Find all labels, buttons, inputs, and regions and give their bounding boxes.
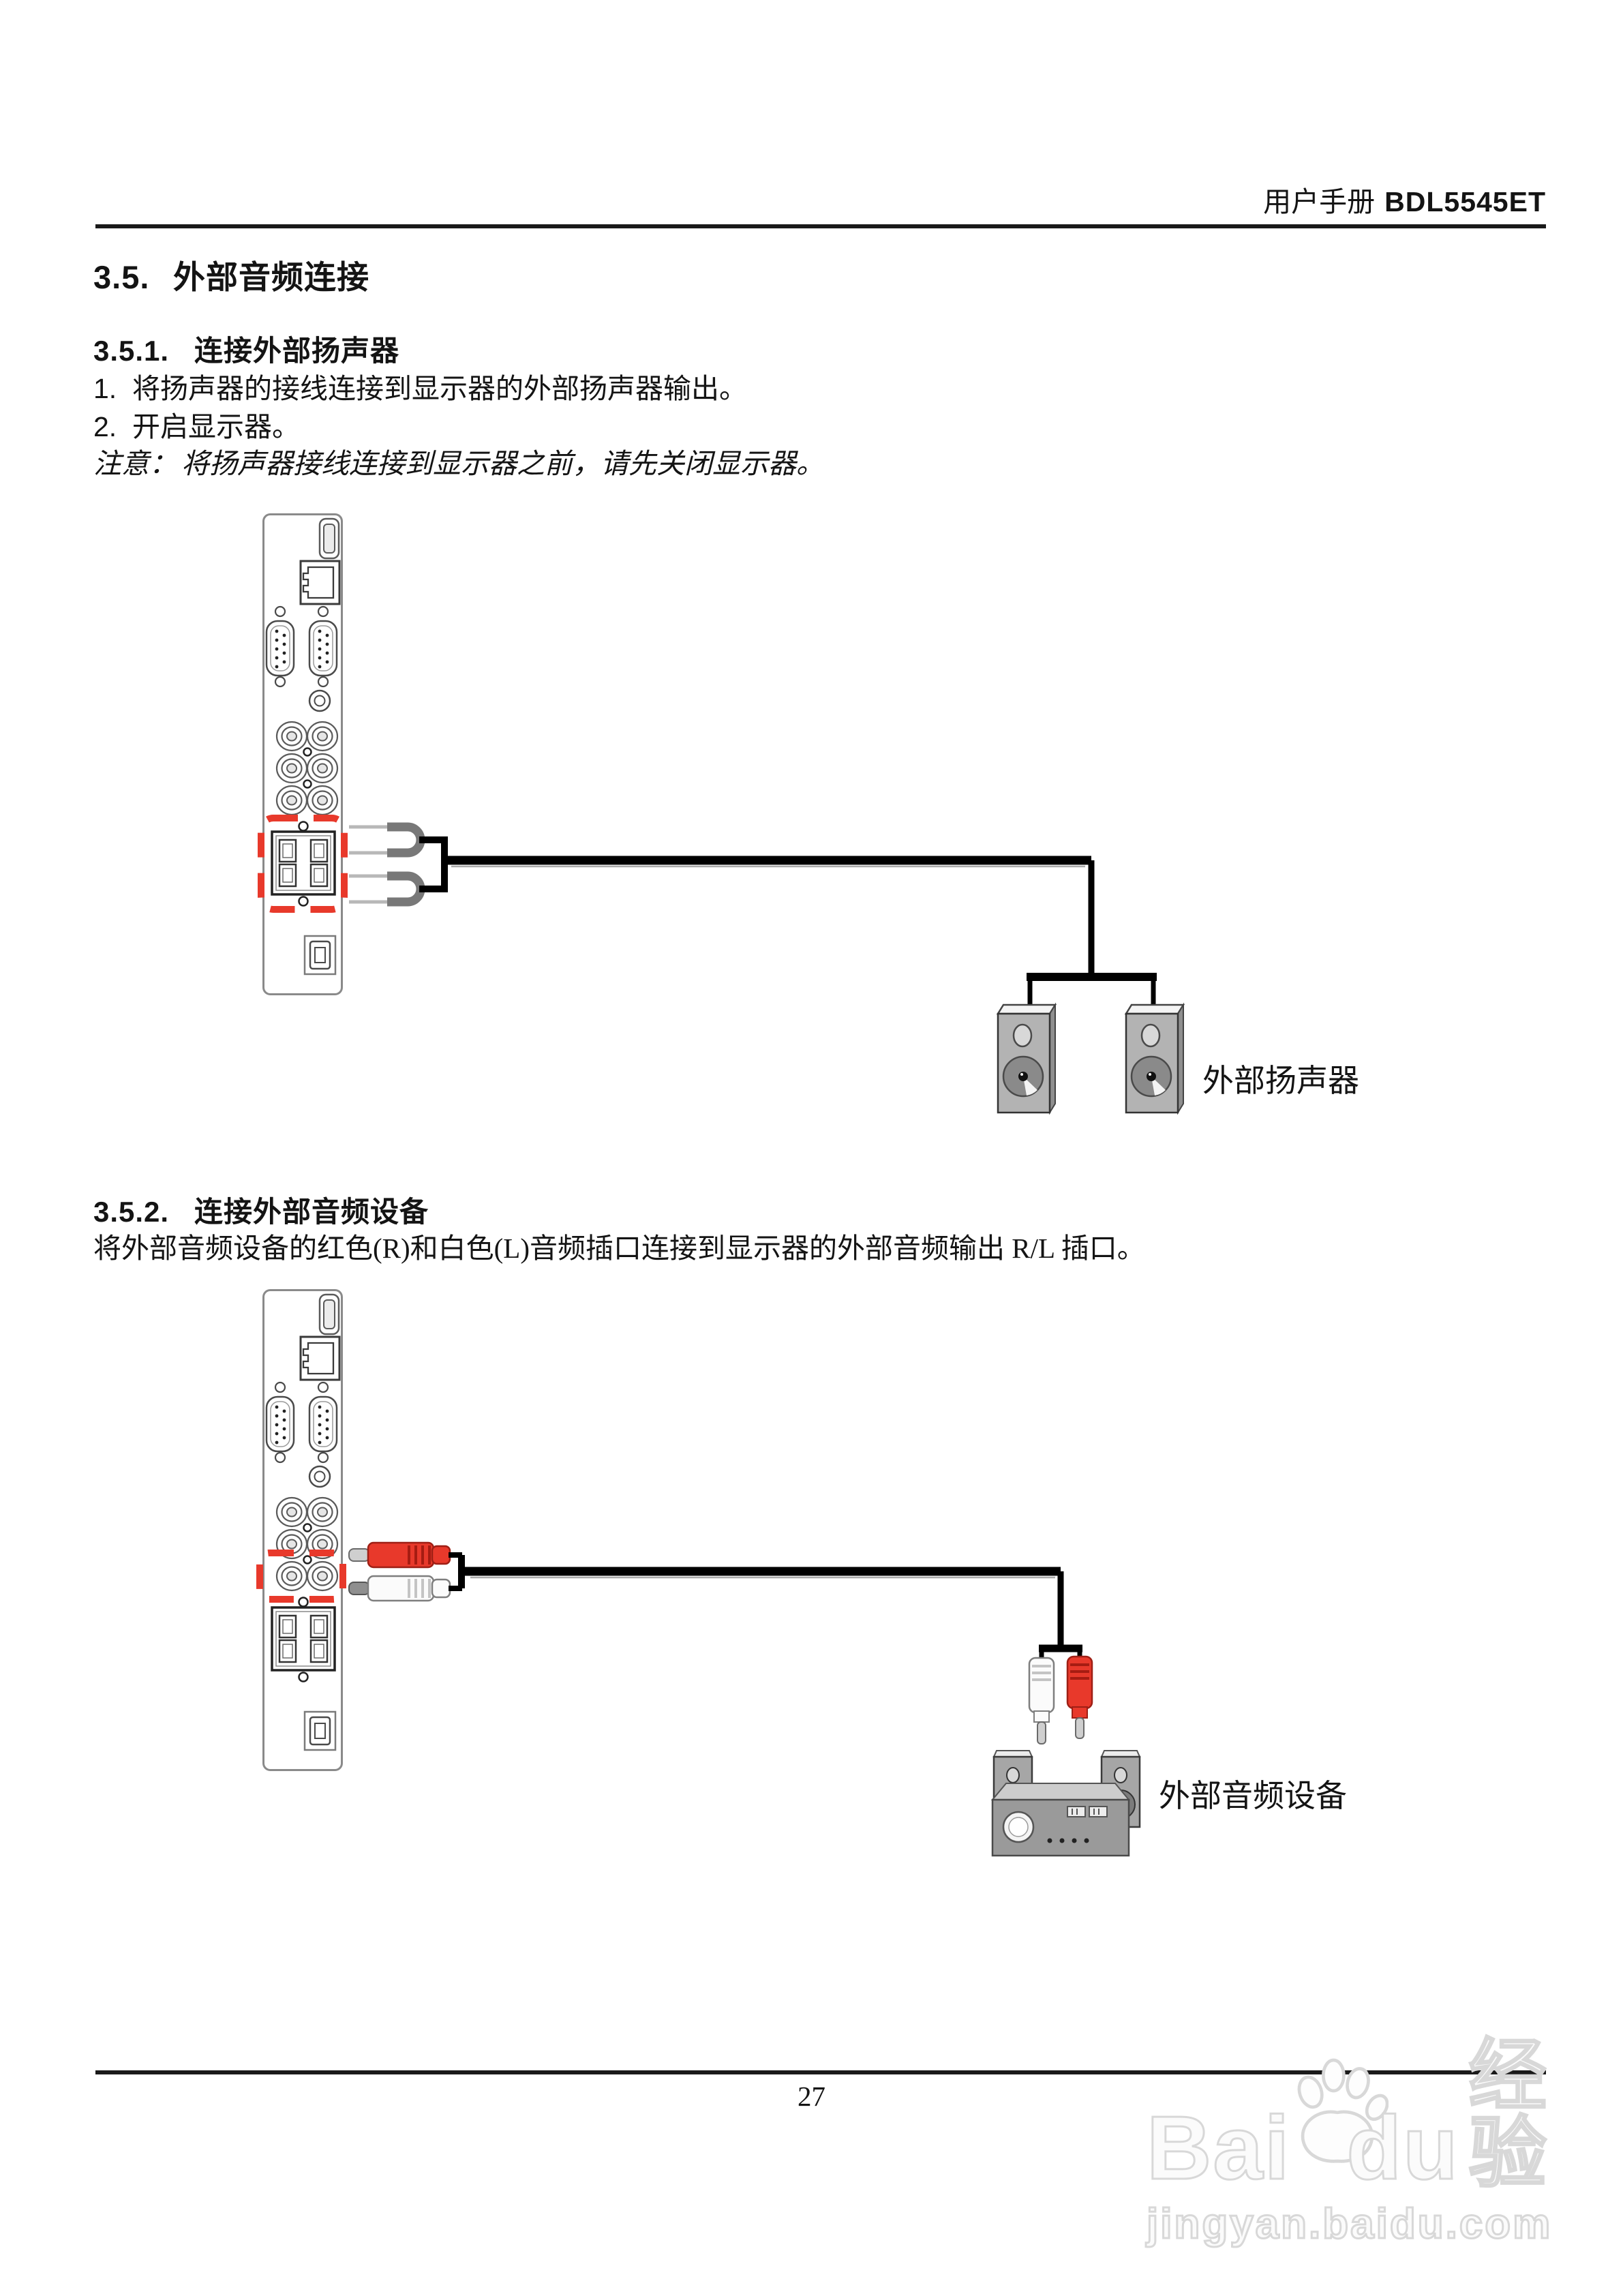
model-number: BDL5545ET: [1384, 186, 1546, 217]
page-number: 27: [798, 2081, 825, 2112]
baidu-logo: Bai du 经验: [1145, 2033, 1549, 2198]
watermark-url: jingyan.baidu.com: [1146, 2200, 1553, 2249]
speaker-wire-forks: [349, 822, 425, 907]
subsection-body: 将外部音频设备的红色(R)和白色(L)音频插口连接到显示器的外部音频输出 R/L…: [93, 1233, 1145, 1264]
baidu-paw-icon: [1286, 2036, 1389, 2169]
speaker-right: [1125, 1003, 1185, 1114]
section-heading: 3.5. 外部音频连接: [93, 251, 369, 298]
step-2: 2.开启显示器。: [93, 411, 300, 442]
speaker-cable: [419, 836, 1157, 1015]
baidu-watermark: Bai du 经验 jingyan.baidu.com: [1145, 2033, 1583, 2249]
subsection-number: 3.5.2.: [93, 1196, 170, 1228]
section-number: 3.5.: [93, 259, 150, 295]
figure-external-speakers: [258, 515, 1185, 1114]
rca-plug-white-device-end: [1028, 1657, 1055, 1744]
subsection-heading-352: 3.5.2. 连接外部音频设备: [93, 1189, 429, 1230]
speaker-left: [997, 1003, 1057, 1114]
audio-cable: [458, 1555, 1082, 1659]
audio-device: [990, 1749, 1141, 1857]
manual-label: 用户手册: [1263, 186, 1376, 217]
connector-panel-2: [264, 1290, 342, 1770]
header-rule: [95, 224, 1546, 228]
subsection-number: 3.5.1.: [93, 335, 170, 367]
note: 注意：将扬声器接线连接到显示器之前，请先关闭显示器。: [93, 448, 824, 479]
figure-external-audio-device: [256, 1290, 1141, 1857]
section-title: 外部音频连接: [173, 259, 369, 295]
rca-plug-red-device-end: [1066, 1655, 1093, 1739]
figure-2-caption: 外部音频设备: [1159, 1779, 1347, 1813]
rca-plug-red: [348, 1541, 462, 1569]
rca-plug-white: [348, 1575, 462, 1602]
subsection-title: 连接外部音频设备: [194, 1196, 429, 1228]
page-header: 用户手册 BDL5545ET: [1263, 186, 1546, 217]
subsection-heading-351: 3.5.1. 连接外部扬声器: [93, 328, 399, 369]
subsection-title: 连接外部扬声器: [194, 335, 400, 367]
step-1: 1.将扬声器的接线连接到显示器的外部扬声器输出。: [93, 373, 747, 404]
connector-panel-1: [264, 515, 342, 995]
figure-1-caption: 外部扬声器: [1202, 1063, 1359, 1098]
footer-rule: [95, 2070, 1546, 2074]
audio-output-highlight: [256, 1550, 346, 1603]
